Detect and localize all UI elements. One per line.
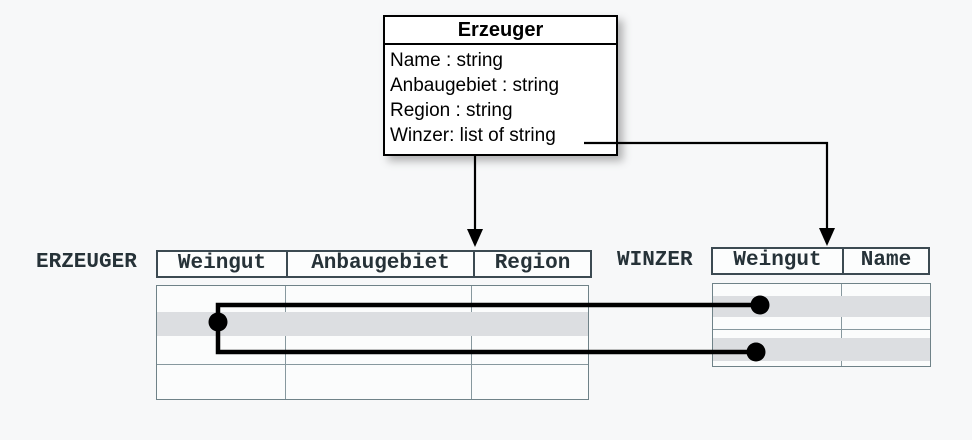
winzer-column-weingut: Weingut xyxy=(713,249,844,273)
erzeuger-highlighted-row xyxy=(157,312,588,336)
erzeuger-body-table xyxy=(156,285,589,400)
arrow-classbox-to-erzeuger xyxy=(467,156,483,247)
erzeuger-table-label: ERZEUGER xyxy=(36,251,137,274)
erzeuger-column-region: Region xyxy=(494,252,571,275)
arrow-winzer-attribute-to-winzer xyxy=(584,141,835,246)
class-box-attribute-list: Name : string Anbaugebiet : string Regio… xyxy=(385,45,616,148)
erzeuger-column-weingut: Weingut xyxy=(158,252,288,276)
winzer-grid-line xyxy=(841,284,842,366)
winzer-highlighted-row-1 xyxy=(713,296,930,317)
winzer-header-row: Weingut Name xyxy=(711,247,930,275)
winzer-highlighted-row-2 xyxy=(713,338,930,361)
class-box-title: Erzeuger xyxy=(385,17,616,45)
winzer-body-table xyxy=(712,283,931,367)
winzer-column-name: Name xyxy=(860,249,912,272)
erzeuger-column-anbaugebiet: Anbaugebiet xyxy=(288,252,475,276)
winzer-grid-line xyxy=(713,329,930,330)
class-attribute-name: Name : string xyxy=(390,50,503,71)
erzeuger-grid-line xyxy=(285,286,286,399)
class-attribute-region: Region : string xyxy=(390,100,513,121)
class-attribute-anbaugebiet: Anbaugebiet : string xyxy=(390,75,560,96)
erzeuger-grid-line xyxy=(471,286,472,399)
winzer-table-label: WINZER xyxy=(617,249,693,272)
arrowhead-icon xyxy=(467,229,483,247)
arrowhead-icon xyxy=(819,228,835,246)
erzeuger-grid-line xyxy=(157,364,588,365)
class-attribute-winzer: Winzer: list of string xyxy=(390,125,556,146)
erzeuger-header-row: Weingut Anbaugebiet Region xyxy=(156,250,592,278)
class-box-erzeuger: Erzeuger Name : string Anbaugebiet : str… xyxy=(383,15,618,156)
